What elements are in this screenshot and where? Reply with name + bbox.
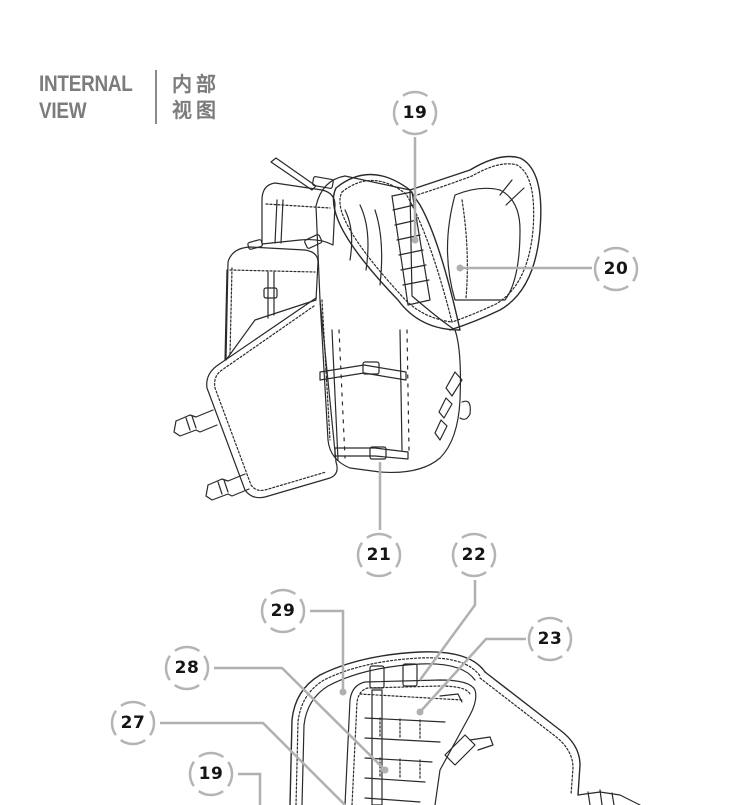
callout-number: 19 bbox=[402, 103, 428, 123]
internal-pocket-20 bbox=[446, 187, 521, 301]
callout-number: 20 bbox=[603, 259, 629, 279]
title-chinese-line2: 视图 bbox=[172, 98, 220, 122]
leader-lines bbox=[160, 137, 592, 805]
logo-patch bbox=[402, 663, 418, 687]
callout-number: 27 bbox=[120, 713, 146, 733]
callout-ring bbox=[356, 532, 402, 578]
callout-ring bbox=[164, 645, 210, 691]
title-chinese: 内部 视图 bbox=[172, 71, 220, 123]
callout-ring bbox=[260, 588, 306, 634]
callout-number: 28 bbox=[174, 658, 200, 678]
backpack-internal-view-bottom bbox=[289, 651, 641, 805]
outer-shell bbox=[289, 651, 486, 805]
compression-buckle-upper bbox=[362, 361, 380, 375]
vertical-strap bbox=[371, 689, 383, 805]
title-chinese-line1: 内部 bbox=[172, 72, 220, 96]
title-english-line1: INTERNAL bbox=[39, 71, 133, 96]
callout-ring bbox=[188, 751, 234, 797]
flap-buckle-upper bbox=[173, 409, 218, 437]
callout-number: 22 bbox=[461, 545, 487, 565]
vertical-strap-buckle bbox=[369, 665, 385, 689]
callout-ring bbox=[451, 532, 497, 578]
pack-body bbox=[315, 175, 462, 474]
callout-ring bbox=[392, 90, 438, 136]
zipper-pull-2 bbox=[438, 397, 453, 419]
callout-number: 19 bbox=[198, 764, 224, 784]
callout-21: 21 bbox=[356, 532, 402, 578]
callout-19-top: 19 bbox=[392, 90, 438, 136]
zipper-pull-3 bbox=[434, 419, 448, 441]
callout-ring bbox=[110, 700, 156, 746]
shoulder-harness-upper bbox=[261, 182, 336, 246]
leader-29 bbox=[310, 609, 345, 692]
sternum-buckle bbox=[263, 287, 278, 299]
side-buckle bbox=[444, 734, 476, 766]
shoulder-harness-lower bbox=[225, 246, 319, 361]
callout-20: 20 bbox=[593, 246, 639, 292]
compartment-lid bbox=[409, 155, 542, 331]
callout-number: 23 bbox=[537, 629, 563, 649]
compartment-rim-left bbox=[332, 173, 461, 331]
grab-strap-buckle bbox=[312, 176, 334, 189]
callout-23: 23 bbox=[527, 616, 573, 662]
leader-19-bottom bbox=[238, 772, 262, 805]
compression-buckle-lower bbox=[369, 446, 387, 460]
title-english: INTERNAL VIEW bbox=[39, 70, 140, 124]
zip-pocket bbox=[359, 693, 463, 701]
compression-strap-upper bbox=[319, 364, 407, 381]
flap-buckle-lower bbox=[205, 473, 250, 501]
callout-22: 22 bbox=[451, 532, 497, 578]
backpack-internal-view-top bbox=[173, 155, 542, 501]
compression-strap-lower bbox=[334, 447, 409, 460]
harness-buckle bbox=[304, 234, 323, 249]
leader-23 bbox=[419, 637, 526, 713]
leader-22 bbox=[418, 580, 477, 681]
title-english-line2: VIEW bbox=[39, 98, 87, 123]
callout-28: 28 bbox=[164, 645, 210, 691]
leader-27 bbox=[160, 721, 346, 805]
inner-back-panel bbox=[344, 679, 477, 805]
internal-sleeve-19 bbox=[391, 191, 431, 306]
lid-edge bbox=[484, 671, 581, 796]
front-flap bbox=[206, 297, 338, 499]
callout-27: 27 bbox=[110, 700, 156, 746]
molle-webbing bbox=[364, 717, 446, 803]
callout-ring bbox=[593, 246, 639, 292]
callout-29: 29 bbox=[260, 588, 306, 634]
zipper-pull-1 bbox=[445, 371, 463, 397]
page-header: INTERNAL VIEW 内部 视图 bbox=[39, 70, 220, 124]
side-loop bbox=[459, 400, 471, 420]
callout-19-bottom: 19 bbox=[188, 751, 234, 797]
leader-28 bbox=[214, 666, 386, 771]
title-divider bbox=[155, 70, 157, 124]
callout-number: 21 bbox=[366, 545, 392, 565]
callout-ring bbox=[527, 616, 573, 662]
callout-number: 29 bbox=[270, 601, 296, 621]
